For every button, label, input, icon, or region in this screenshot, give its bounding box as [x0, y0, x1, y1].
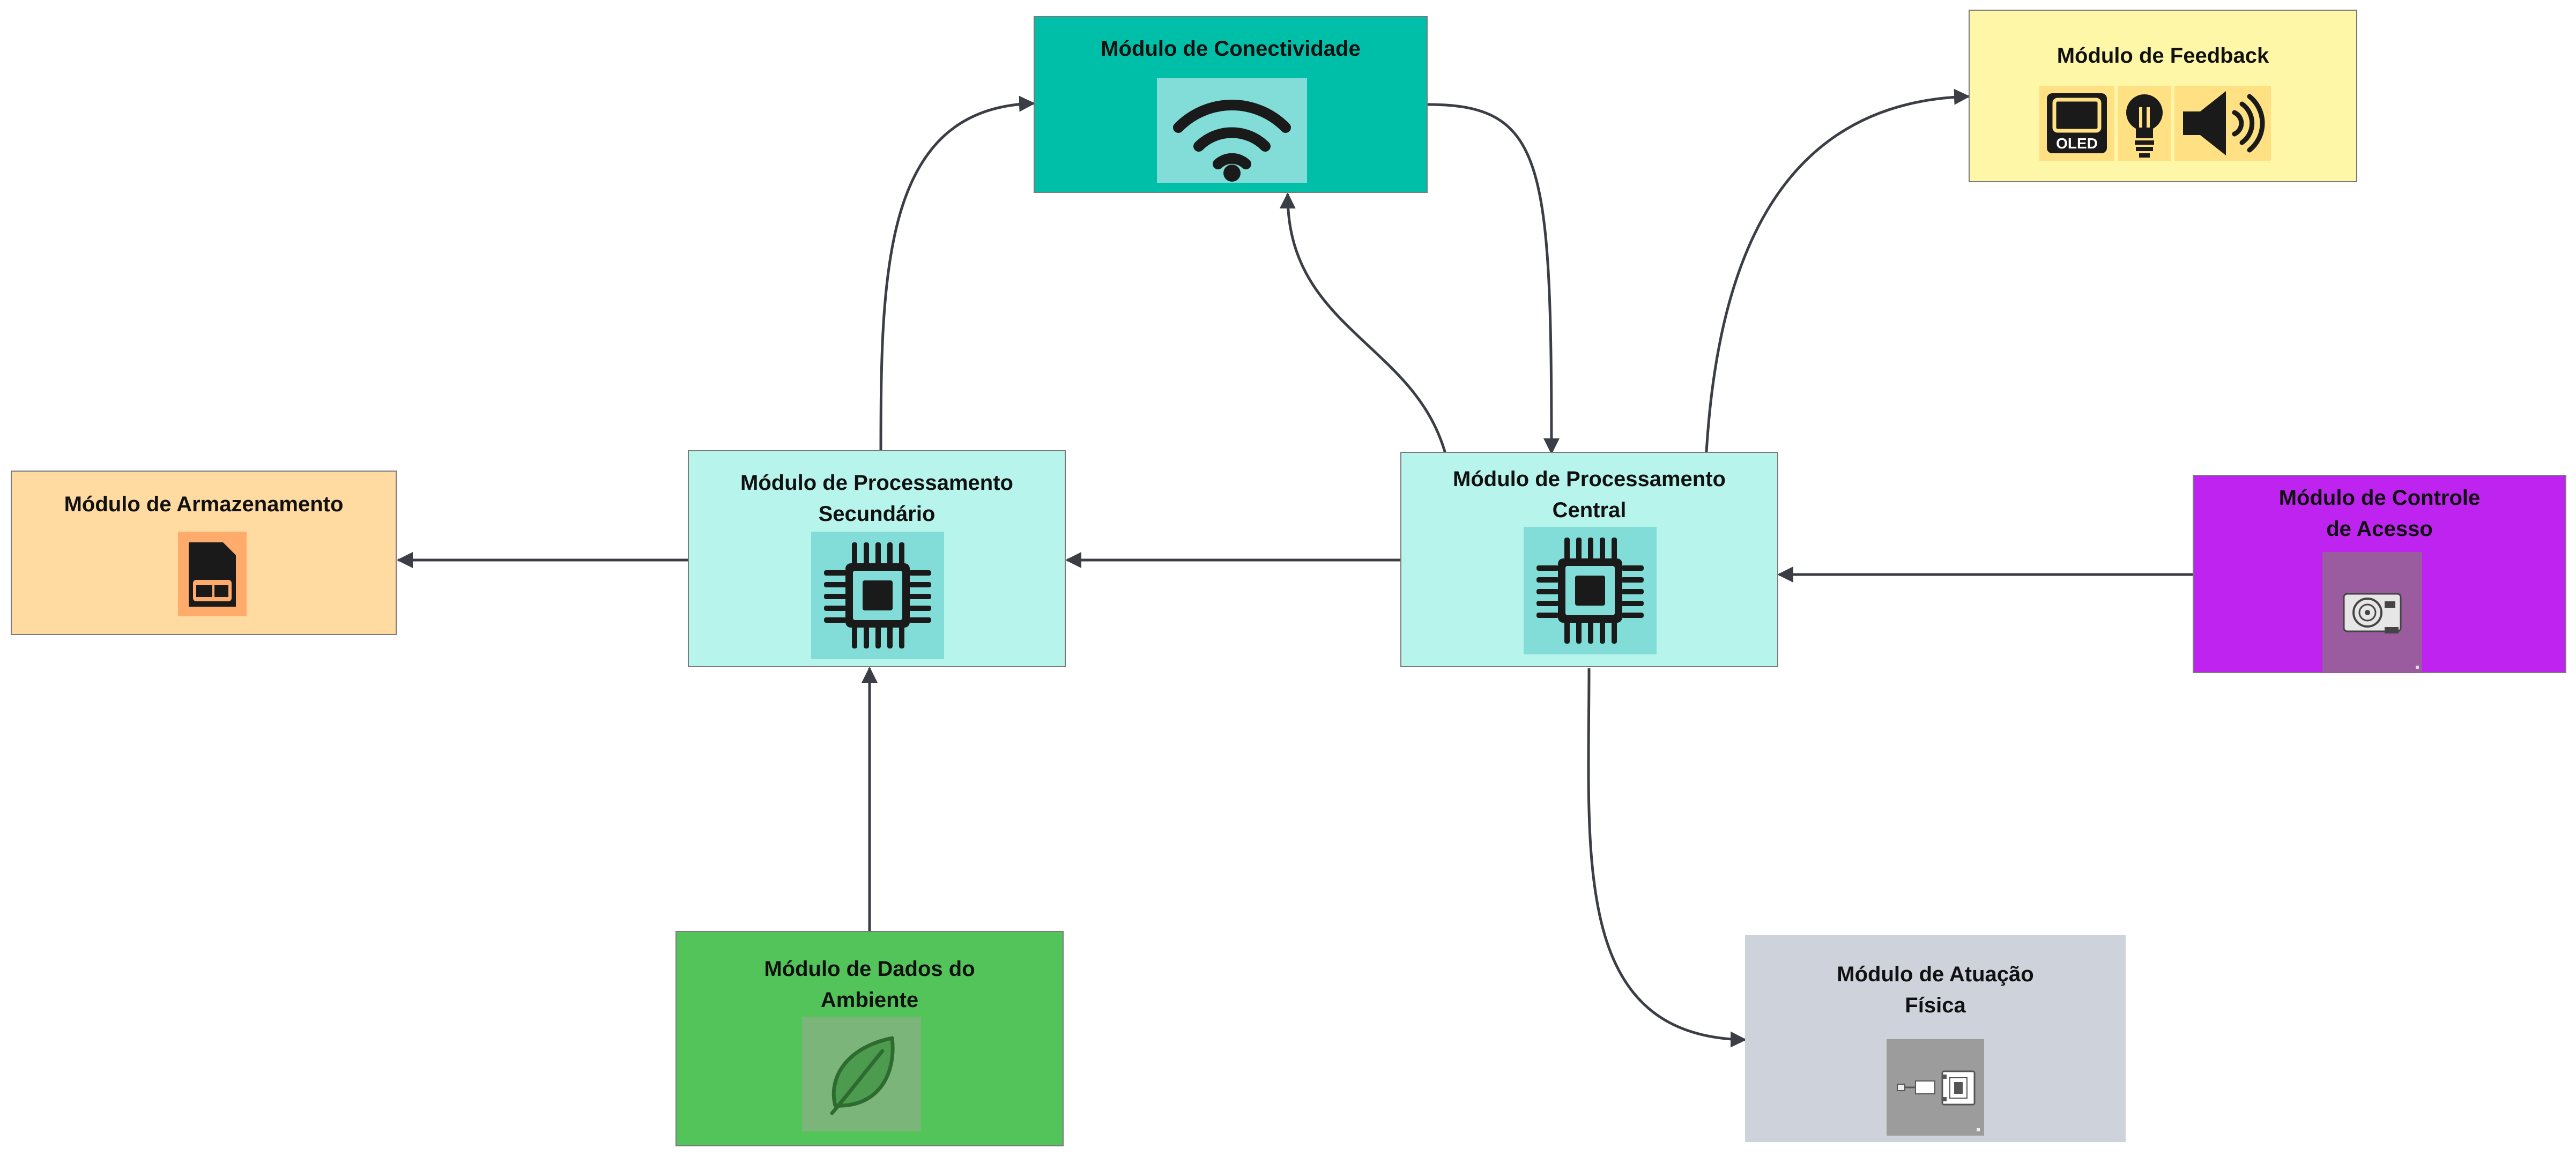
node-ambiente-title-line1: Módulo de Dados do	[764, 957, 975, 981]
edge-conectividade-to-central	[1427, 103, 1560, 454]
fingerprint-sensor-icon	[2322, 552, 2422, 673]
node-secundario-title-line1: Módulo de Processamento	[740, 471, 1013, 495]
node-secundario-title-line2: Secundário	[818, 502, 936, 526]
relay-module-icon	[1887, 1039, 1984, 1136]
node-atuacao-fisica[interactable]: Módulo de Atuação Física	[1745, 935, 2126, 1142]
node-feedback[interactable]: Módulo de Feedback OLED	[1969, 10, 2357, 182]
cpu-chip-icon	[1524, 527, 1657, 654]
node-armazenamento-title: Módulo de Armazenamento	[64, 493, 344, 516]
leaf-icon	[802, 1017, 921, 1131]
sd-card-icon	[178, 532, 247, 616]
edge-central-to-atuacao	[1587, 668, 1747, 1048]
feedback-icons: OLED	[2039, 86, 2271, 161]
node-central-title-line2: Central	[1552, 498, 1627, 522]
wifi-icon	[1157, 78, 1307, 183]
node-acesso-title-line1: Módulo de Controle	[2278, 486, 2481, 510]
node-conectividade-title: Módulo de Conectividade	[1101, 37, 1361, 61]
node-processamento-central[interactable]: Módulo de Processamento Central	[1400, 452, 1778, 667]
node-acesso-title-line2: de Acesso	[2326, 517, 2433, 541]
oled-display-icon: OLED	[2039, 86, 2114, 161]
cpu-chip-icon	[811, 532, 944, 659]
node-atuacao-title-line1: Módulo de Atuação	[1837, 963, 2034, 986]
node-controle-acesso[interactable]: Módulo de Controle de Acesso	[2193, 475, 2566, 673]
node-ambiente-title-line2: Ambiente	[820, 988, 919, 1012]
node-dados-ambiente[interactable]: Módulo de Dados do Ambiente	[675, 931, 1064, 1146]
node-armazenamento[interactable]: Módulo de Armazenamento	[11, 471, 397, 635]
node-atuacao-title-line2: Física	[1905, 994, 1966, 1017]
node-processamento-secundario[interactable]: Módulo de Processamento Secundário	[688, 450, 1066, 667]
node-conectividade[interactable]: Módulo de Conectividade	[1034, 16, 1428, 193]
edge-central-to-conectividade	[1279, 192, 1449, 463]
lightbulb-icon	[2118, 86, 2171, 161]
edge-secundario-to-conectividade	[879, 95, 1035, 469]
speaker-icon	[2174, 86, 2271, 161]
node-feedback-title: Módulo de Feedback	[2057, 44, 2269, 68]
edge-central-to-feedback	[1704, 88, 1970, 461]
svg-text:OLED: OLED	[2056, 135, 2098, 152]
node-central-title-line1: Módulo de Processamento	[1453, 467, 1726, 491]
